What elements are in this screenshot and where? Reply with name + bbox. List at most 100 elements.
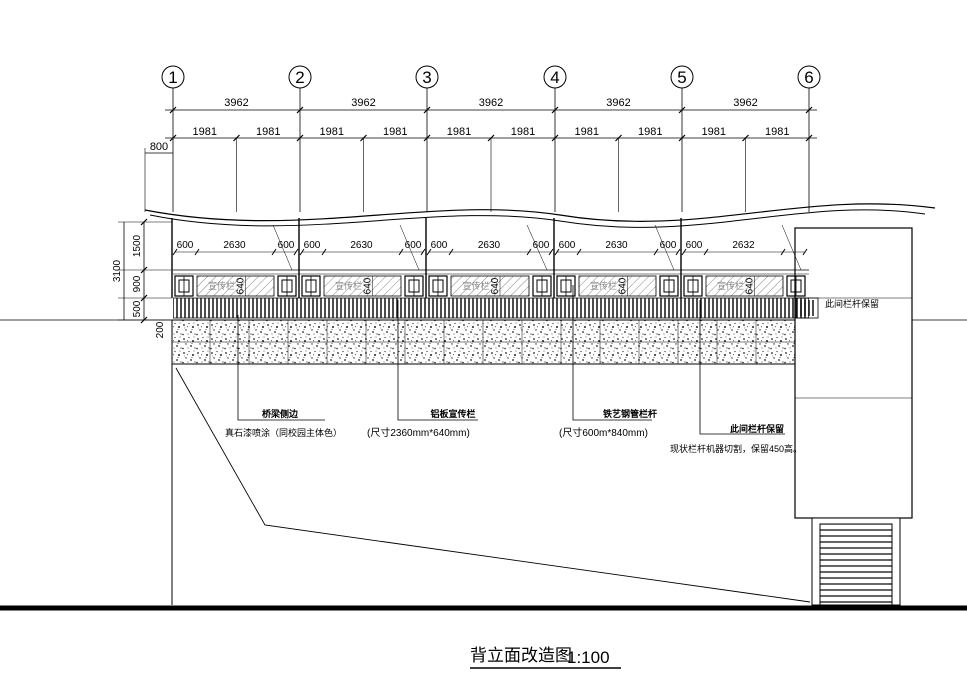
dim-tick [398, 248, 404, 256]
half-span-text: 1981 [765, 126, 789, 138]
brace-line [272, 224, 293, 271]
annotation-title: 铁艺钢管栏杆 [603, 408, 657, 419]
total-height-text: 3100 [112, 259, 123, 282]
dim-tick [423, 134, 431, 142]
annotation-leader [397, 300, 478, 421]
annotation-desc: (尺寸2360mm*640mm) [367, 426, 470, 439]
roof-top-curve [144, 203, 936, 222]
span-dim-text: 3962 [224, 97, 248, 109]
brace-line [526, 224, 548, 271]
annotation-leader [237, 315, 325, 421]
brace-line [781, 224, 802, 271]
brace-line [399, 224, 420, 271]
half-span-text: 1981 [383, 126, 407, 138]
dim-tick [426, 248, 432, 256]
half-span-text: 1981 [511, 126, 535, 138]
abutment-slope [175, 367, 811, 603]
dim-tick [169, 134, 177, 142]
dim-tick [681, 248, 687, 256]
slat-railing [682, 298, 809, 318]
axis-label: 4 [550, 68, 559, 87]
dim-tick [172, 248, 178, 256]
axis-label: 6 [804, 68, 813, 87]
stair-tower [794, 227, 913, 519]
advert-panel-text: 宣传栏 [590, 280, 617, 291]
advert-panel [450, 275, 530, 297]
span-dim-text: 3962 [479, 97, 503, 109]
panel-height-text: 640 [490, 277, 501, 294]
bay-mid-dim: 2632 [732, 240, 755, 251]
bay-left-dim: 600 [177, 240, 194, 251]
advert-panel-text: 宣传栏 [717, 280, 744, 291]
dim-tick [678, 134, 686, 142]
dim-tick [140, 218, 148, 226]
dim-tick [526, 248, 532, 256]
dim-tick [576, 248, 582, 256]
dim-tick [554, 248, 560, 256]
dim-tick [675, 248, 681, 256]
advert-panel [196, 275, 275, 297]
dim-tick [551, 134, 559, 142]
dim-tick [299, 248, 305, 256]
axis-label: 5 [677, 68, 686, 87]
dim-tick [703, 248, 709, 256]
annotation-title: 铝板宣传栏 [430, 408, 475, 419]
half-span-text: 1981 [256, 126, 280, 138]
annotation-desc: 真石漆喷涂（同校园主体色） [225, 427, 342, 438]
bay-left-dim: 600 [559, 240, 576, 251]
dim-tick [805, 106, 813, 114]
dimension-lines: 3962 1981 1981 3962 1981 1981 3962 1981 1981 3962… [112, 97, 821, 341]
bay-mid-dim: 2630 [223, 240, 246, 251]
dim-tick [551, 106, 559, 114]
span-dim-text: 3962 [733, 97, 757, 109]
advert-panel-text: 宣传栏 [208, 280, 235, 291]
half-span-text: 1981 [447, 126, 471, 138]
dim-tick [194, 248, 200, 256]
dim-tick [296, 134, 304, 142]
advert-panel [578, 275, 657, 297]
slat-railing [555, 298, 682, 318]
bay-left-dim: 600 [686, 240, 703, 251]
slat-railing [300, 298, 427, 318]
slat-railing [427, 298, 555, 318]
dim-tick [321, 248, 327, 256]
bay-left-dim: 600 [304, 240, 321, 251]
half-span-text: 1981 [193, 126, 217, 138]
advert-panel-text: 宣传栏 [335, 280, 362, 291]
kept-railing-label: 此间栏杆保留 [825, 298, 879, 309]
slat-railing [173, 298, 300, 318]
panel-height-text: 640 [363, 277, 374, 294]
overhang-text: 800 [150, 141, 168, 153]
base-height-text: 200 [155, 321, 166, 338]
half-span-text: 1981 [320, 126, 344, 138]
bay-right-dim: 600 [660, 240, 677, 251]
span-dim-text: 3962 [606, 97, 630, 109]
half-span-text: 1981 [575, 126, 599, 138]
height-segment-text: 1500 [132, 234, 143, 257]
span-dim-text: 3962 [351, 97, 375, 109]
bay-left-dim: 600 [431, 240, 448, 251]
advert-panel [705, 275, 784, 297]
height-segment-text: 500 [132, 300, 143, 317]
bay-mid-dim: 2630 [478, 240, 501, 251]
annotation-leader [699, 300, 785, 435]
bay-right-dim: 600 [278, 240, 295, 251]
brace-line [654, 224, 675, 271]
drawing-scale: 1:100 [567, 648, 610, 667]
advert-panel [323, 275, 402, 297]
bridge-structure: 此间栏杆保留 [0, 203, 967, 611]
dim-tick [423, 106, 431, 114]
dim-tick [653, 248, 659, 256]
annotations: 桥梁侧边真石漆喷涂（同校园主体色）铝板宣传栏(尺寸2360mm*640mm)铁艺… [225, 285, 802, 454]
dim-tick [169, 106, 177, 114]
half-span-text: 1981 [638, 126, 662, 138]
advert-panel-text: 宣传栏 [462, 280, 489, 291]
dim-tick [293, 248, 299, 256]
bay-mid-dim: 2630 [605, 240, 628, 251]
bay-right-dim: 600 [405, 240, 422, 251]
bay-mid-dim: 2630 [350, 240, 373, 251]
half-span-text: 1981 [702, 126, 726, 138]
dim-tick [296, 106, 304, 114]
